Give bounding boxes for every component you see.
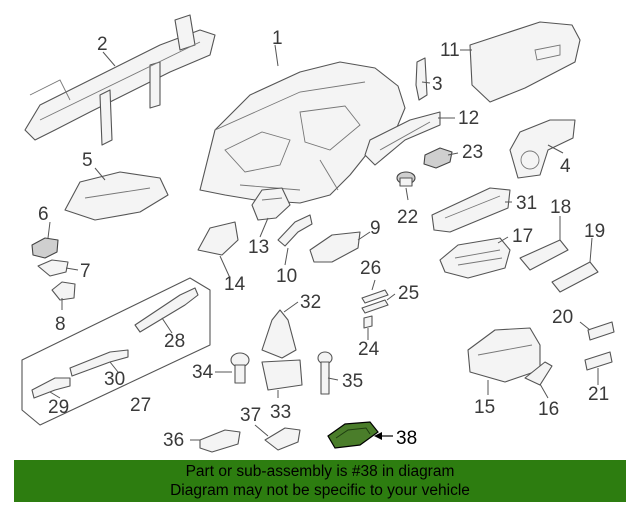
callout-33: 33 — [270, 402, 291, 423]
callout-24: 24 — [358, 339, 380, 360]
callout-23: 23 — [462, 142, 483, 163]
part-36-cover[interactable] — [199, 429, 241, 453]
part-32-shift-boot[interactable] — [261, 309, 297, 359]
part-17-center-vent[interactable] — [439, 237, 511, 279]
part-28-long-trim[interactable] — [134, 287, 199, 333]
callout-labels: 1 2 3 4 5 6 7 8 9 10 11 12 13 14 15 16 1… — [38, 28, 609, 451]
part-19-vent[interactable] — [551, 261, 599, 293]
callout-34: 34 — [192, 362, 214, 383]
part-5-lower-panel[interactable] — [64, 171, 169, 221]
callout-25: 25 — [398, 283, 419, 304]
callout-30: 30 — [104, 369, 125, 390]
part-21-vent[interactable] — [584, 351, 613, 371]
part-26-strip[interactable] — [361, 289, 389, 304]
part-6-block[interactable] — [31, 237, 59, 259]
part-1-instrument-panel[interactable] — [199, 61, 406, 204]
callout-8: 8 — [55, 314, 66, 335]
callout-10: 10 — [276, 266, 297, 287]
part-7-clip[interactable] — [37, 259, 69, 277]
part-16-bracket[interactable] — [524, 361, 553, 386]
callout-20: 20 — [552, 307, 573, 328]
part-2-cross-car-beam[interactable] — [24, 14, 216, 146]
part-34-shift-knob[interactable] — [230, 352, 250, 384]
callout-2: 2 — [97, 34, 108, 55]
callout-37: 37 — [240, 405, 261, 426]
callout-5: 5 — [82, 150, 93, 171]
callout-7: 7 — [80, 261, 91, 282]
part-info-banner: Part or sub-assembly is #38 in diagram D… — [14, 460, 626, 502]
part-9-cover[interactable] — [309, 231, 361, 263]
part-20-vent[interactable] — [587, 321, 615, 341]
callout-3: 3 — [432, 74, 443, 95]
part-18-vent[interactable] — [519, 239, 569, 271]
callout-1: 1 — [272, 28, 283, 49]
part-22-knob[interactable] — [396, 171, 416, 187]
callout-35: 35 — [342, 371, 363, 392]
callout-18: 18 — [550, 197, 571, 218]
callout-15: 15 — [474, 397, 495, 418]
callout-12: 12 — [458, 108, 479, 129]
part-38-highlighted[interactable] — [327, 421, 379, 449]
callout-6: 6 — [38, 204, 49, 225]
banner-line-part-number: Part or sub-assembly is #38 in diagram — [185, 463, 455, 480]
callout-13: 13 — [248, 237, 269, 258]
part-30-trim[interactable] — [69, 349, 129, 377]
part-24-clip[interactable] — [363, 315, 373, 329]
callout-11: 11 — [440, 40, 460, 61]
callout-19: 19 — [584, 221, 605, 242]
part-3-trim-clip[interactable] — [415, 57, 428, 101]
callout-28: 28 — [164, 331, 185, 352]
callout-17: 17 — [512, 226, 533, 247]
part-25-strip[interactable] — [361, 299, 389, 314]
callout-32: 32 — [300, 292, 321, 313]
part-8-clip[interactable] — [51, 281, 76, 301]
part-14-trim[interactable] — [197, 221, 239, 256]
part-29-trim[interactable] — [31, 377, 71, 399]
callout-4: 4 — [560, 156, 571, 177]
exploded-parts-diagram: 1 2 3 4 5 6 7 8 9 10 11 12 13 14 15 16 1… — [21, 14, 615, 453]
part-23-switch[interactable] — [423, 147, 453, 169]
part-11-panel-cover[interactable] — [469, 21, 581, 103]
callout-31: 31 — [516, 193, 537, 214]
banner-line-disclaimer: Diagram may not be specific to your vehi… — [170, 482, 470, 499]
callout-22: 22 — [397, 207, 418, 228]
part-37-cover[interactable] — [264, 427, 301, 451]
callout-9: 9 — [370, 218, 381, 239]
callout-21: 21 — [588, 384, 609, 405]
part-35-shift-lever[interactable] — [317, 351, 333, 395]
part-13-bracket[interactable] — [251, 187, 291, 221]
part-31-vent-strip[interactable] — [431, 187, 511, 233]
callout-27: 27 — [130, 395, 151, 416]
callout-16: 16 — [538, 399, 559, 420]
callout-38: 38 — [396, 428, 417, 449]
callout-14: 14 — [224, 274, 246, 295]
callout-29: 29 — [48, 397, 69, 418]
part-33-shift-bezel[interactable] — [261, 359, 303, 391]
part-15-console-piece[interactable] — [467, 327, 541, 383]
callout-36: 36 — [163, 430, 184, 451]
leader-lines — [47, 44, 599, 441]
callout-26: 26 — [360, 258, 381, 279]
part-4-side-vent[interactable] — [509, 119, 576, 179]
part-10-handle[interactable] — [277, 214, 313, 247]
